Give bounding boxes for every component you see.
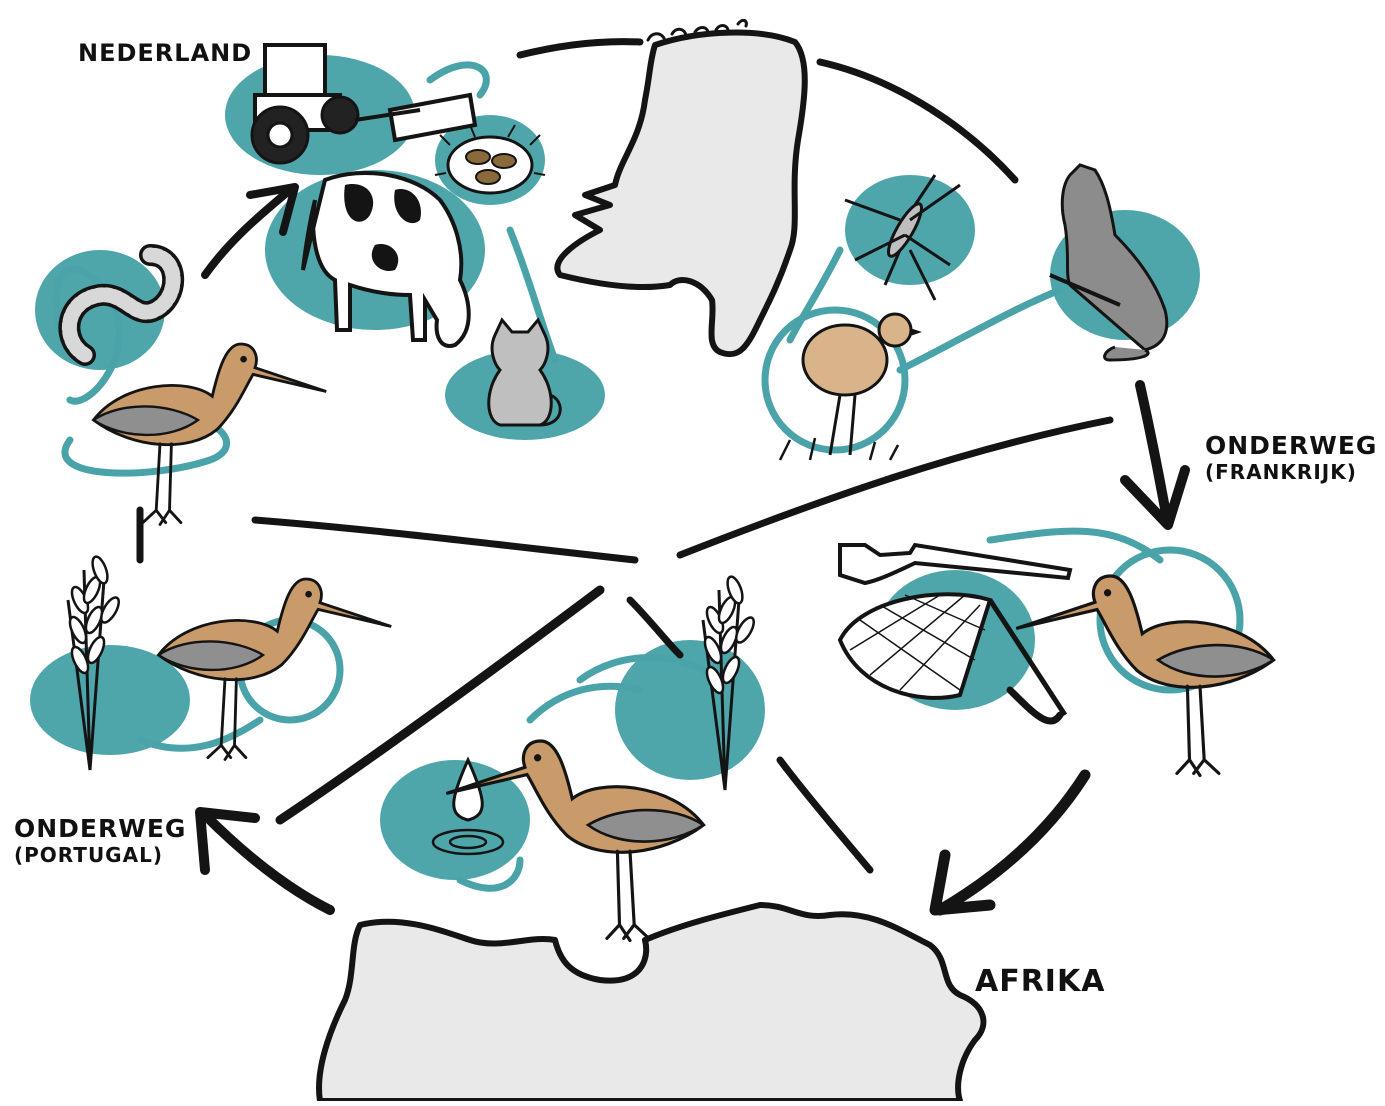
label-onderweg-frankrijk-line1: ONDERWEG	[1205, 432, 1377, 461]
arrow-to-frankrijk	[1125, 385, 1185, 525]
arrow-to-portugal	[200, 812, 330, 910]
africa-map	[319, 905, 983, 1101]
label-onderweg-portugal-line2: (PORTUGAL)	[14, 844, 186, 867]
label-onderweg-portugal-line1: ONDERWEG	[14, 815, 186, 844]
label-afrika: AFRIKA	[975, 965, 1105, 1000]
label-onderweg-frankrijk-line2: (FRANKRIJK)	[1205, 461, 1377, 484]
label-afrika-text: AFRIKA	[975, 965, 1105, 1000]
godwit-bird-icon	[1016, 576, 1273, 776]
label-nederland: NEDERLAND	[78, 40, 252, 68]
godwit-bird-icon	[94, 344, 327, 525]
godwit-bird-icon	[159, 579, 392, 760]
label-onderweg-portugal: ONDERWEG (PORTUGAL)	[14, 815, 186, 867]
arrow-to-afrika	[935, 775, 1085, 910]
netherlands-map	[557, 20, 804, 354]
label-onderweg-frankrijk: ONDERWEG (FRANKRIJK)	[1205, 432, 1377, 484]
label-nederland-text: NEDERLAND	[78, 40, 252, 68]
